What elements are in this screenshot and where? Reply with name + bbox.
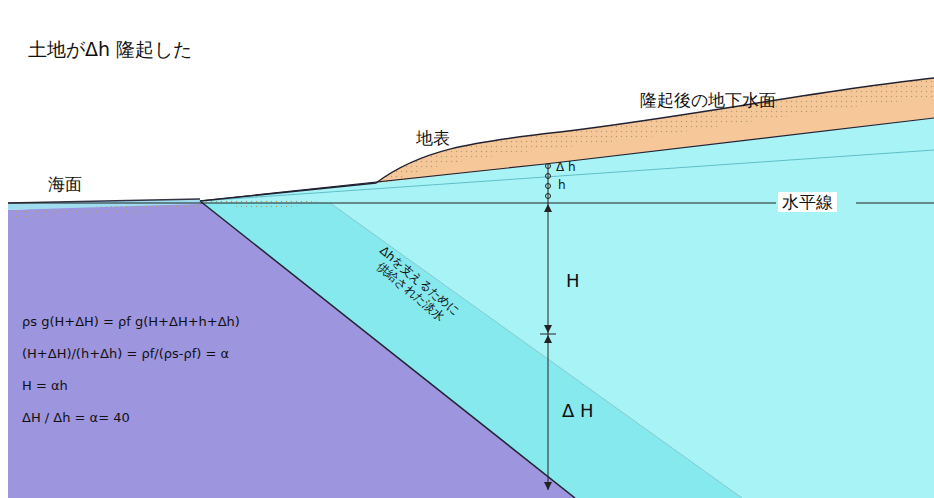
arrowhead [544,325,552,333]
stipple [376,78,934,183]
dimension-label: Δ H [562,400,594,422]
unsaturated-zone [376,78,934,183]
arrowhead [544,482,552,490]
horizontal-label: 水平線 [778,192,837,212]
fresh-water [330,203,934,498]
dimension-mark [546,164,551,169]
sea-label: 海面 [48,174,82,194]
interface [200,201,575,498]
equation: ρs g(H+ΔH) = ρf g(H+ΔH+h+Δh) [22,314,240,330]
band-label: Δhを支えるために 供給された淡水 [360,237,470,336]
equation: (H+ΔH)/(h+Δh) = ρf/(ρs-ρf) = α [22,346,229,362]
horizontal-line-left [8,202,776,203]
equation: ΔH / Δh = α= 40 [22,410,130,426]
dimension-mark [546,184,551,189]
dimension-mark [546,174,551,179]
dimension-mark [546,194,551,199]
arrowhead [544,335,552,343]
surface-label: 地表 [416,128,450,148]
title: 土地がΔh 隆起した [28,38,192,61]
horizontal-line-right [856,202,934,203]
water-table-label: 隆起後の地下水面 [640,90,776,110]
dimension-label: h [558,178,566,192]
sea-floor [8,203,200,218]
old-interface [330,203,742,498]
tick [540,334,556,335]
ground-surface [200,78,934,201]
dimension-label: Δ h [556,160,576,174]
arrowhead [544,204,552,212]
equation: H = αh [22,378,68,394]
dimension-label: H [566,270,580,292]
